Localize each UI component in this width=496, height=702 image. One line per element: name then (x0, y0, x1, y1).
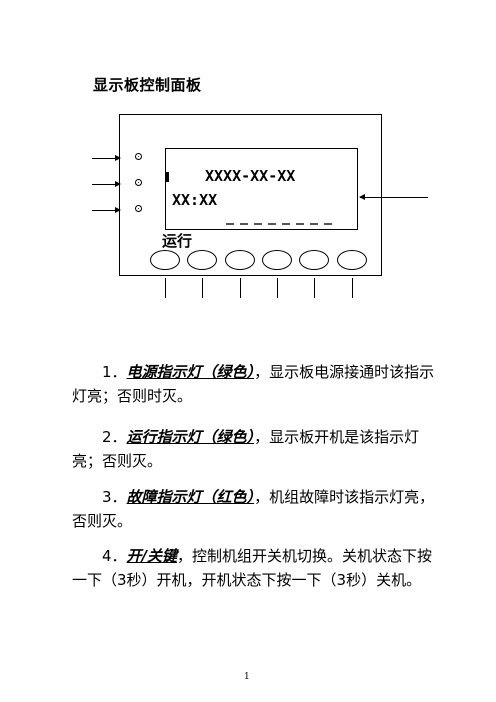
item-term: 开/关键 (126, 547, 178, 565)
lcd-time: XX:XX (172, 191, 218, 209)
item-description: ，控制机组开关机切换。关机状态下按一下（3秒）开机，开机状态下按一下（3秒）关机… (72, 547, 433, 589)
panel-button-3 (225, 250, 255, 270)
button-leader-line (314, 278, 315, 298)
button-leader-line (165, 278, 166, 298)
button-leader-line (277, 278, 278, 298)
button-leader-line (352, 278, 353, 298)
panel-button-5 (299, 250, 329, 270)
description-item: 3．故障指示灯（红色），机组故障时该指示灯亮，否则灭。 (72, 485, 438, 533)
led-pointer-arrow (92, 207, 121, 213)
description-item: 1．电源指示灯（绿色），显示板电源接通时该指示灯亮；否则时灭。 (72, 360, 438, 408)
page-number: 1 (244, 672, 250, 682)
item-number: 3． (102, 488, 127, 506)
run-status-label: 运行 (162, 232, 193, 250)
lcd-left-tick (165, 172, 169, 182)
item-term: 故障指示灯（红色） (126, 488, 255, 506)
panel-button-2 (187, 250, 217, 270)
item-number: 2． (102, 428, 127, 446)
control-panel-diagram (119, 114, 382, 276)
item-description: ，机组故障时该指示灯亮，否则灭。 (72, 488, 435, 530)
item-term: 运行指示灯（绿色） (126, 428, 255, 446)
power-indicator-led-icon (135, 153, 142, 160)
description-item: 2．运行指示灯（绿色），显示板开机是该指示灯亮；否则灭。 (72, 425, 438, 473)
item-number: 4． (102, 547, 127, 565)
lcd-pointer-arrow (359, 194, 428, 200)
item-description: ，显示板电源接通时该指示灯亮；否则时灭。 (72, 363, 435, 405)
run-indicator-led-icon (135, 179, 142, 186)
lcd-date: XXXX-XX-XX (205, 167, 296, 185)
item-number: 1． (102, 363, 127, 381)
item-term: 电源指示灯（绿色） (126, 363, 255, 381)
led-pointer-arrow (92, 181, 121, 187)
button-leader-line (240, 278, 241, 298)
description-item: 4．开/关键，控制机组开关机切换。关机状态下按一下（3秒）开机，开机状态下按一下… (72, 544, 438, 592)
fault-indicator-led-icon (135, 205, 142, 212)
led-pointer-arrow (92, 155, 121, 161)
page-title: 显示板控制面板 (93, 76, 202, 94)
panel-button-4 (262, 250, 292, 270)
lcd-ghost-text (226, 223, 346, 229)
panel-button-6 (337, 250, 367, 270)
item-description: ，显示板开机是该指示灯亮；否则灭。 (72, 428, 420, 470)
panel-button-1 (150, 250, 180, 270)
button-leader-line (202, 278, 203, 298)
lcd-display: XXXX-XX-XX XX:XX (165, 148, 358, 230)
